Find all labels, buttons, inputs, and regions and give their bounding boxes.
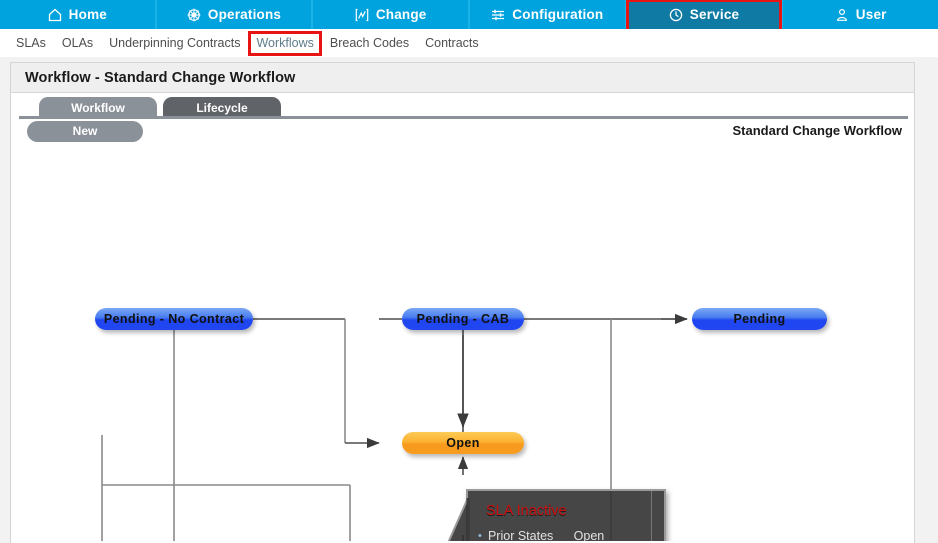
workflow-name-label: Standard Change Workflow [732, 123, 903, 138]
tab-strip: Workflow Lifecycle [11, 93, 914, 119]
top-nav-label: User [855, 7, 887, 22]
top-nav-item-configuration[interactable]: Configuration [470, 0, 627, 29]
bullet-icon: • [478, 530, 482, 541]
sub-navigation-bar: SLAs OLAs Underpinning Contracts Workflo… [0, 29, 938, 57]
top-nav-item-change[interactable]: Change [313, 0, 471, 29]
tooltip-label: Prior States [487, 529, 554, 541]
tooltip-row-prior-states: • Prior States Open Pending - CAB [478, 528, 656, 541]
sliders-icon [491, 8, 505, 22]
tooltip-title: SLA Inactive [486, 503, 567, 519]
sub-nav-item-workflows[interactable]: Workflows [248, 31, 323, 56]
top-nav-item-user[interactable]: User [783, 0, 938, 29]
top-nav-label: Change [375, 7, 427, 22]
top-navigation-bar: Home Operations Change Configura [0, 0, 938, 32]
page-title: Workflow - Standard Change Workflow [25, 69, 296, 86]
home-icon [48, 8, 62, 22]
person-icon [835, 8, 849, 22]
tooltip-pointer [447, 497, 470, 541]
top-nav-label: Home [68, 7, 107, 22]
top-nav-label: Operations [207, 7, 282, 22]
top-nav-label: Configuration [512, 7, 604, 22]
top-nav-item-service[interactable]: Service [625, 0, 784, 32]
page-title-bar: Workflow - Standard Change Workflow [11, 63, 914, 93]
workflow-node-pending-no-contract[interactable]: Pending - No Contract [95, 308, 253, 330]
tooltip-divider [651, 491, 652, 541]
clock-icon [669, 8, 683, 22]
sub-nav-item-olas[interactable]: OLAs [61, 36, 94, 50]
page-background: Workflow - Standard Change Workflow Work… [0, 57, 938, 543]
tooltip-values: Open Pending - CAB [574, 528, 656, 541]
workflow-node-pending-cab[interactable]: Pending - CAB [402, 308, 524, 330]
tab-underline [19, 116, 908, 119]
page-right-gutter [915, 57, 938, 543]
sla-tooltip: SLA Inactive • Prior States Open Pending… [447, 489, 666, 541]
tooltip-value: Open [573, 529, 605, 541]
sub-nav-item-underpinning-contracts[interactable]: Underpinning Contracts [109, 36, 241, 50]
workflow-node-open[interactable]: Open [402, 432, 524, 454]
top-nav-item-operations[interactable]: Operations [157, 0, 314, 29]
sub-nav-item-slas[interactable]: SLAs [16, 36, 46, 50]
page-card: Workflow - Standard Change Workflow Work… [10, 62, 915, 543]
gear-wheel-icon [187, 8, 201, 22]
workflow-node-pending[interactable]: Pending [692, 308, 827, 330]
top-nav-item-home[interactable]: Home [0, 0, 157, 29]
top-nav-label: Service [689, 7, 740, 22]
tab-lifecycle[interactable]: Lifecycle [163, 97, 281, 119]
change-chart-icon [355, 8, 369, 22]
new-button[interactable]: New [27, 121, 143, 142]
tab-workflow[interactable]: Workflow [39, 97, 157, 119]
workflow-diagram-canvas[interactable]: Pending - No Contract Pending - CAB Pend… [11, 145, 914, 541]
sub-nav-item-breach-codes[interactable]: Breach Codes [329, 36, 410, 50]
sub-nav-item-contracts[interactable]: Contracts [425, 36, 479, 50]
workflow-connector-lines [101, 313, 688, 541]
toolbar: New Standard Change Workflow [11, 119, 914, 145]
